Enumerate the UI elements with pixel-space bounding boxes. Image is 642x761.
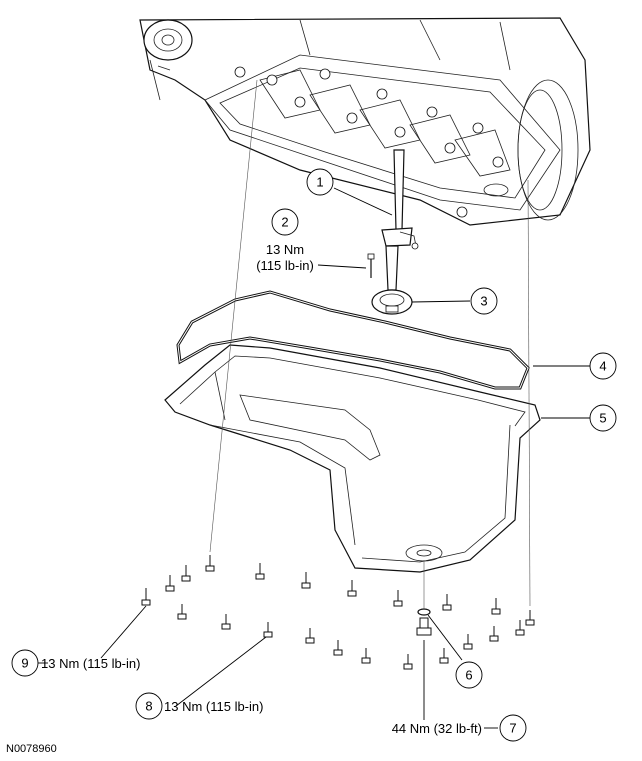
oil-pickup-screen <box>371 289 413 315</box>
oil-pan-gasket <box>176 290 530 390</box>
oil-pan-bolts <box>141 555 535 670</box>
engine-block-illustration <box>139 17 591 226</box>
drain-plug <box>416 617 432 636</box>
oil-pickup-tube <box>381 149 419 291</box>
callout-4-number: 4 <box>599 359 606 374</box>
callout-3: 3 <box>470 287 498 315</box>
callout-7: 7 44 Nm (32 lb-ft) <box>392 714 527 742</box>
callout-5: 5 <box>589 404 617 432</box>
callout-6-number: 6 <box>465 668 472 683</box>
callout-9: 9 13 Nm (115 lb-in) <box>11 649 140 677</box>
callout-6: 6 <box>455 661 483 689</box>
figure-id: N0078960 <box>6 743 57 755</box>
callout-2-number: 2 <box>281 215 288 230</box>
callout-8-torque: 13 Nm (115 lb-in) <box>164 699 263 714</box>
callout-5-number: 5 <box>599 411 606 426</box>
callout-2-torque-lbin: (115 lb-in) <box>256 258 314 273</box>
callout-7-number: 7 <box>509 721 516 736</box>
callout-1-number: 1 <box>316 175 323 190</box>
callout-8: 8 13 Nm (115 lb-in) <box>135 692 263 720</box>
callout-9-number: 9 <box>21 656 28 671</box>
callout-4: 4 <box>589 352 617 380</box>
callout-2: 2 13 Nm (115 lb-in) <box>256 208 314 273</box>
callout-8-number: 8 <box>145 699 152 714</box>
callout-2-torque-nm: 13 Nm <box>266 242 304 257</box>
callout-3-number: 3 <box>480 294 487 309</box>
callout-7-torque: 44 Nm (32 lb-ft) <box>392 721 482 736</box>
alignment-lines <box>209 79 531 610</box>
pickup-tube-bolt <box>367 253 375 278</box>
oil-pan <box>164 344 541 573</box>
leader-lines <box>38 187 590 729</box>
callout-1: 1 <box>306 168 334 196</box>
callout-9-torque: 13 Nm (115 lb-in) <box>41 656 140 671</box>
